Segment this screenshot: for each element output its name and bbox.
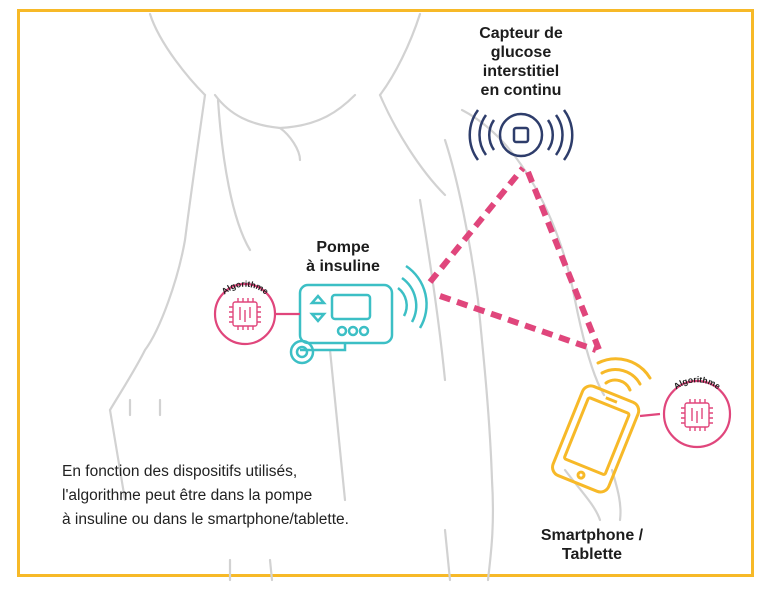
pump-up-arrow-icon xyxy=(309,294,327,305)
sensor-label-line-2: glucose xyxy=(490,44,552,61)
algorithm-connector-phone xyxy=(639,412,661,418)
sensor-label-line-3: interstitiel xyxy=(482,63,560,80)
chip-icon xyxy=(229,298,261,330)
phone-label-line-1: Smartphone / xyxy=(540,527,644,544)
smartphone xyxy=(551,357,661,494)
pump-infusion-site-inner xyxy=(295,345,309,359)
algorithm-badge-phone xyxy=(662,379,732,449)
caption-line-1: En fonction des dispositifs utilisés, xyxy=(62,463,298,480)
link-sensor-phone xyxy=(525,170,603,354)
pump-label-line-1: Pompe xyxy=(316,239,370,256)
phone-label-line-2: Tablette xyxy=(561,546,623,563)
cgm-sensor xyxy=(468,109,574,161)
pump-infusion-site xyxy=(289,339,315,365)
pump-label: Pompe à insuline xyxy=(283,238,403,276)
caption: En fonction des dispositifs utilisés, l'… xyxy=(62,460,349,532)
sensor-center xyxy=(512,126,530,144)
pump-down-arrow-icon xyxy=(309,312,327,323)
sensor-label: Capteur de glucose interstitiel en conti… xyxy=(461,24,581,100)
sensor-disc xyxy=(498,112,544,158)
insulin-pump xyxy=(289,264,428,365)
pump-label-line-2: à insuline xyxy=(306,258,380,275)
pump-button-1 xyxy=(336,325,348,337)
sensor-label-line-1: Capteur de xyxy=(479,25,563,42)
link-pump-sensor xyxy=(427,166,526,284)
phone-label: Smartphone / Tablette xyxy=(522,526,662,564)
phone-home-button xyxy=(576,470,586,480)
phone-signal-icon xyxy=(596,357,652,392)
diagram-frame xyxy=(17,9,754,577)
chip-icon xyxy=(681,399,713,431)
wireless-links xyxy=(427,166,603,354)
pump-signal-icon xyxy=(397,264,428,329)
phone-speaker xyxy=(605,396,618,404)
phone-body xyxy=(551,384,641,494)
pump-button-2 xyxy=(347,325,359,337)
caption-line-3: à insuline ou dans le smartphone/tablett… xyxy=(62,511,349,528)
link-pump-phone xyxy=(439,293,597,353)
phone-screen xyxy=(563,396,631,476)
sensor-signal-right-icon xyxy=(546,109,574,161)
pump-screen xyxy=(330,293,372,321)
algorithm-badge-pump xyxy=(213,282,300,346)
pump-tubing xyxy=(300,343,347,352)
caption-line-2: l'algorithme peut être dans la pompe xyxy=(62,487,313,504)
sensor-label-line-4: en continu xyxy=(480,82,562,99)
sensor-signal-left-icon xyxy=(468,109,496,161)
pump-button-3 xyxy=(358,325,370,337)
